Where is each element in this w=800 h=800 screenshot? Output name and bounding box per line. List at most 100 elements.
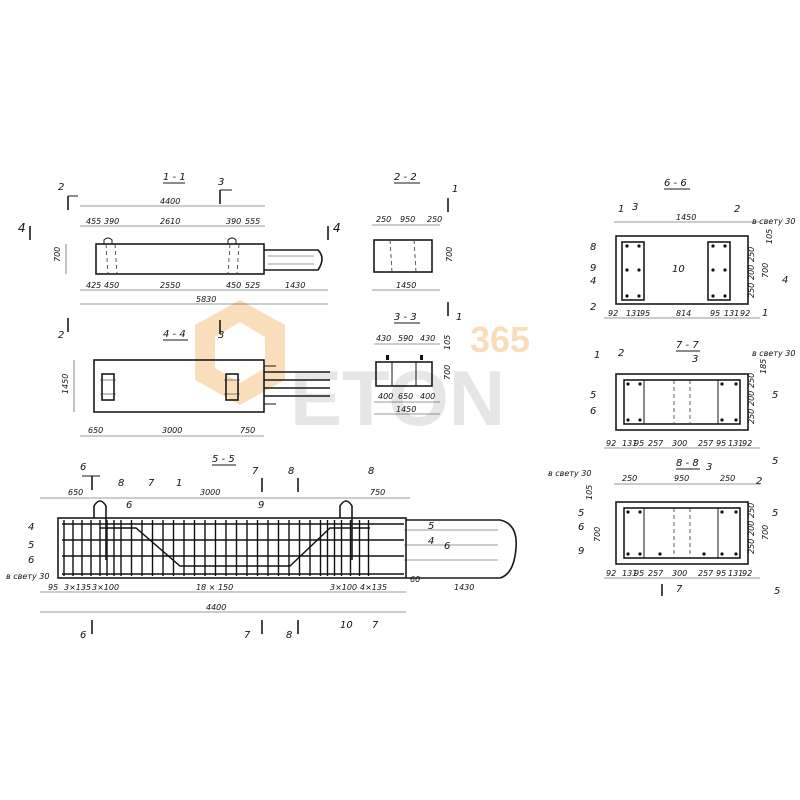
dim-33-w: 1450 <box>396 405 416 414</box>
section-7-7-title: 7 - 7 <box>676 340 699 351</box>
callout-66-9: 9 <box>590 263 596 274</box>
dim-77-d8: 131 <box>728 439 743 448</box>
callout-88-3: 3 <box>706 462 712 473</box>
dim-55-t2: 3000 <box>200 488 220 497</box>
callout-66-2: 2 <box>734 204 740 215</box>
dim-44-1: 650 <box>88 426 103 435</box>
dim-88-d2: 131 <box>622 569 637 578</box>
dim-55-b8: 1430 <box>454 583 474 592</box>
callout-5a: 5 <box>428 521 434 532</box>
section-5-5-title: 5 - 5 <box>212 454 235 465</box>
callout-7b: 7 <box>372 620 379 631</box>
dim-66-h3: 200 <box>747 265 756 280</box>
dim-88-d5: 300 <box>672 569 687 578</box>
dim-bot-3: 2550 <box>160 281 180 290</box>
dim-66-d6: 131 <box>724 309 739 318</box>
dim-77-d1: 92 <box>606 439 616 448</box>
callout-9: 9 <box>258 500 264 511</box>
section-1-1-title: 1 - 1 <box>163 172 186 183</box>
dim-55-b2: 3×135 <box>64 583 91 592</box>
dim-22-1: 250 <box>376 215 391 224</box>
dim-33-b3: 400 <box>420 392 435 401</box>
dim-77-h2: 250 <box>747 373 756 388</box>
callout-66-8: 8 <box>590 242 596 253</box>
dim-top-2: 390 <box>104 217 119 226</box>
section-3-3-title: 3 - 3 <box>394 312 417 323</box>
dim-66-h2: 250 <box>747 247 756 262</box>
dim-55-b1: 95 <box>48 583 58 592</box>
callout-88-5b: 5 <box>772 508 778 519</box>
dim-55-b6: 4×135 <box>360 583 387 592</box>
dim-bot-5: 525 <box>245 281 260 290</box>
dim-77-d7: 95 <box>716 439 726 448</box>
watermark-number: 365 <box>470 319 530 360</box>
callout-7: 7 <box>148 478 155 489</box>
dim-66-d5: 95 <box>710 309 720 318</box>
callout-66-2b: 2 <box>590 302 596 313</box>
dim-bot-4: 450 <box>226 281 241 290</box>
dim-top-5: 555 <box>245 217 260 226</box>
dim-77-d3: 95 <box>634 439 644 448</box>
cut-mark-5: 5 <box>772 456 778 467</box>
cut-mark-3-b: 3 <box>218 330 224 341</box>
dim-bot-6: 1430 <box>285 281 305 290</box>
dim-88-t1: 250 <box>622 474 637 483</box>
callout-8b: 8 <box>368 466 374 477</box>
section-5-5: 5 - 5 6 7 8 650 3000 750 8 7 1 6 <box>6 454 517 641</box>
cut-mark-1: 1 <box>452 184 458 195</box>
dim-66-d7: 92 <box>740 309 750 318</box>
dim-66-d2: 131 <box>626 309 641 318</box>
callout-6a: 6 <box>126 500 132 511</box>
dim-88-d8: 131 <box>728 569 743 578</box>
watermark: ETON 365 <box>195 300 530 442</box>
callout-1: 1 <box>176 478 182 489</box>
dim-88-t2: 950 <box>674 474 689 483</box>
dim-66-h1: 105 <box>765 229 774 244</box>
dim-88-d7: 95 <box>716 569 726 578</box>
stirrups <box>63 520 370 576</box>
callout-66-10: 10 <box>672 264 685 275</box>
cut-mark-8: 8 <box>288 466 294 477</box>
section-7-7: 7 - 7 1 2 3 5 6 5 в свету 30 250 200 250… <box>590 340 795 449</box>
dim-total: 5830 <box>196 295 216 304</box>
callout-8a: 8 <box>118 478 124 489</box>
dim-22-w: 1450 <box>396 281 416 290</box>
section-2-2-title: 2 - 2 <box>394 172 417 183</box>
callout-66-1: 1 <box>618 204 624 215</box>
dim-22-3: 250 <box>427 215 442 224</box>
dim-top-1: 455 <box>86 217 101 226</box>
callout-4a: 4 <box>428 536 434 547</box>
dim-88-h1: 105 <box>585 485 594 500</box>
section-8-8: 8 - 8 в свету 30 250 950 250 3 2 5 5 5 6… <box>548 456 780 597</box>
watermark-text: ETON <box>290 354 505 442</box>
dim-88-h3: 200 <box>747 521 756 536</box>
dim-44-h: 1450 <box>61 374 70 394</box>
dim-66-d4: 814 <box>676 309 691 318</box>
callout-66-3: 3 <box>632 202 638 213</box>
dim-top-4: 390 <box>226 217 241 226</box>
clear-cover-88: в свету 30 <box>548 469 591 478</box>
rebar-lines <box>62 523 498 575</box>
callout-77-5: 5 <box>590 390 596 401</box>
dim-88-htot-r: 700 <box>761 525 770 540</box>
dim-77-h4: 250 <box>747 409 756 424</box>
callout-77-1: 1 <box>594 350 600 361</box>
callout-88-9: 9 <box>578 546 584 557</box>
callout-66-1b: 1 <box>762 308 768 319</box>
clear-cover-77: в свету 30 <box>752 349 795 358</box>
cut-mark-1-b: 1 <box>456 312 462 323</box>
dim-22-h: 700 <box>445 247 454 262</box>
callout-5b: 5 <box>28 540 34 551</box>
cut-mark-2: 2 <box>58 182 64 193</box>
section-6-6: 6 - 6 1450 1 3 2 в свету 30 8 9 4 2 10 4… <box>590 178 795 319</box>
callout-88-2: 2 <box>756 476 762 487</box>
callout-77-3: 3 <box>692 354 698 365</box>
dim-bot-2: 450 <box>104 281 119 290</box>
dim-66-h4: 250 <box>747 283 756 298</box>
dim-55-t1: 650 <box>68 488 83 497</box>
callout-77-6: 6 <box>590 406 596 417</box>
cut-mark-3: 3 <box>218 177 224 188</box>
clear-cover-66: в свету 30 <box>752 217 795 226</box>
callout-77-5b: 5 <box>772 390 778 401</box>
